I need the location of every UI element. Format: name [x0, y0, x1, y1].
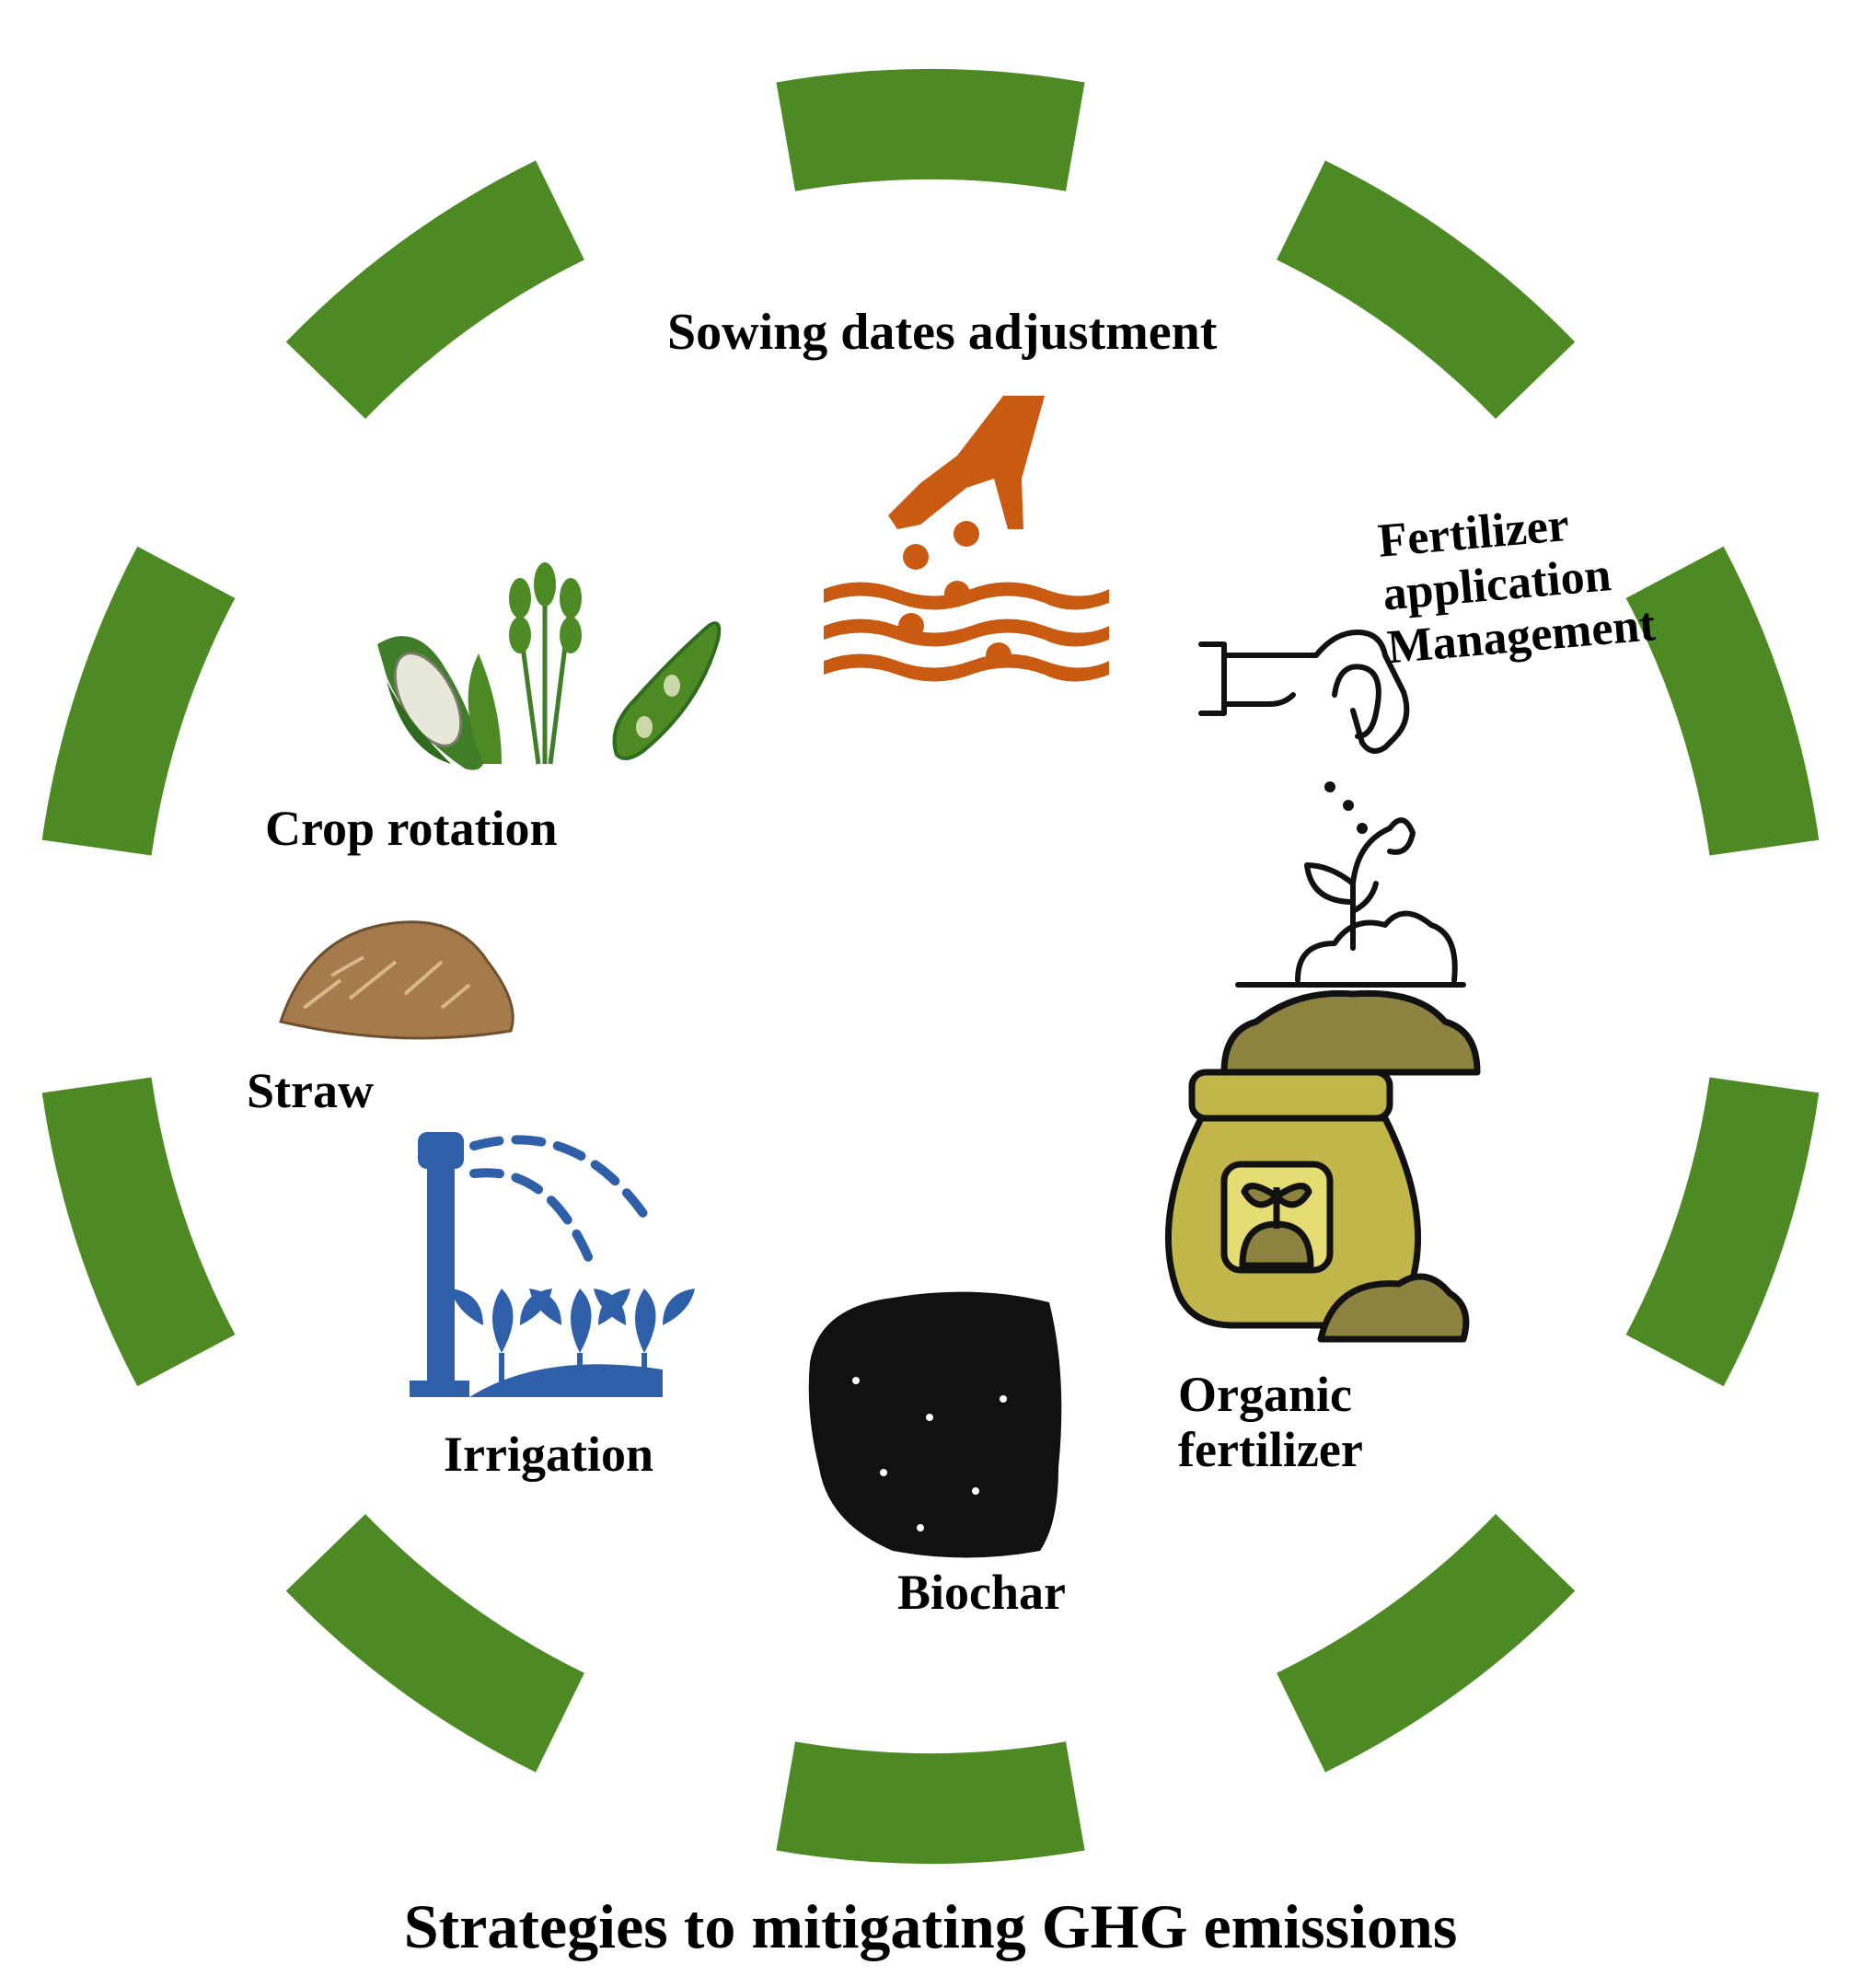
ring-segment — [285, 1514, 584, 1773]
organic-label-line1: Organic — [1178, 1367, 1352, 1422]
ring-segment — [285, 160, 584, 419]
ring-segment — [1625, 1077, 1820, 1387]
ring-segment — [41, 1077, 236, 1387]
diagram-title: Strategies to mitigating GHG emissions — [403, 1891, 1458, 1961]
ring-segment — [1277, 160, 1576, 419]
ring-segment — [776, 68, 1085, 191]
ring-segment — [41, 546, 236, 856]
biochar-label: Biochar — [897, 1565, 1066, 1620]
sowing-dates-label: Sowing dates adjustment — [667, 304, 1218, 361]
crop-rotation-label: Crop rotation — [265, 801, 558, 856]
fertilizer-management-label: Fertilizer application Management — [1376, 492, 1658, 676]
organic-label-line2: fertilizer — [1178, 1422, 1363, 1478]
ring-segment — [1277, 1514, 1576, 1773]
straw-label: Straw — [247, 1063, 374, 1118]
ring-segment — [776, 1741, 1085, 1865]
organic-fertilizer-label: Organic fertilizer — [1178, 1367, 1363, 1478]
ring-segment — [1625, 546, 1820, 856]
irrigation-label: Irrigation — [444, 1427, 653, 1482]
